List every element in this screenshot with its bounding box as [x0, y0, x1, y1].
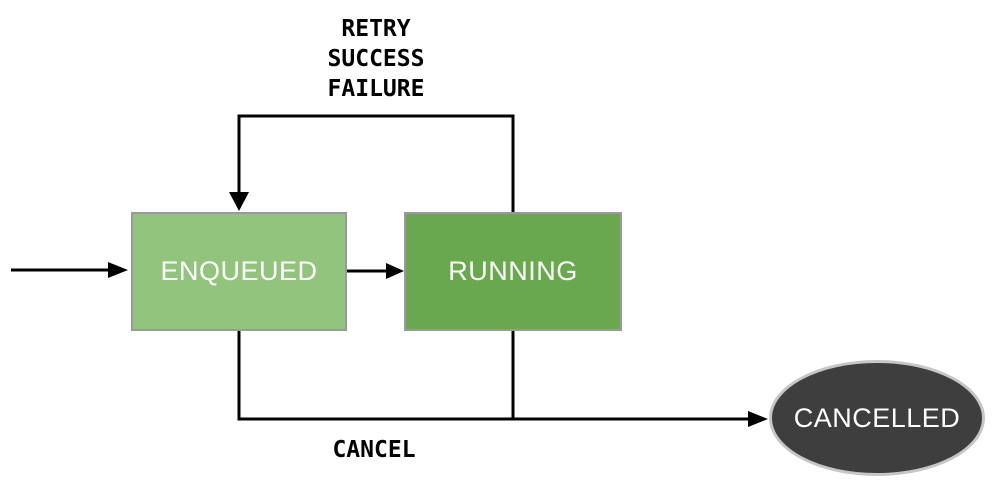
state-node-enqueued: ENQUEUED	[131, 212, 347, 331]
edge-label-cancel: CANCEL	[332, 437, 416, 463]
state-node-cancelled-label: CANCELLED	[793, 402, 961, 433]
edge-to-cancelled-line	[237, 331, 750, 421]
edge-label-success: SUCCESS	[327, 46, 425, 72]
loop-edge-labels: RETRY SUCCESS FAILURE	[276, 14, 476, 104]
edge-label-retry: RETRY	[341, 16, 411, 42]
arrowhead-to-cancelled	[748, 411, 768, 427]
state-node-enqueued-label: ENQUEUED	[160, 256, 318, 286]
state-node-running-label: RUNNING	[448, 256, 578, 286]
state-node-running: RUNNING	[404, 212, 622, 331]
edge-running-to-enqueued-line	[237, 114, 515, 212]
edge-label-failure: FAILURE	[327, 76, 425, 102]
state-node-cancelled: CANCELLED	[769, 360, 985, 476]
arrowhead-enqueued-to-running	[386, 263, 404, 279]
arrowhead-start-to-enqueued	[108, 262, 128, 278]
arrowhead-running-to-enqueued	[229, 192, 249, 211]
